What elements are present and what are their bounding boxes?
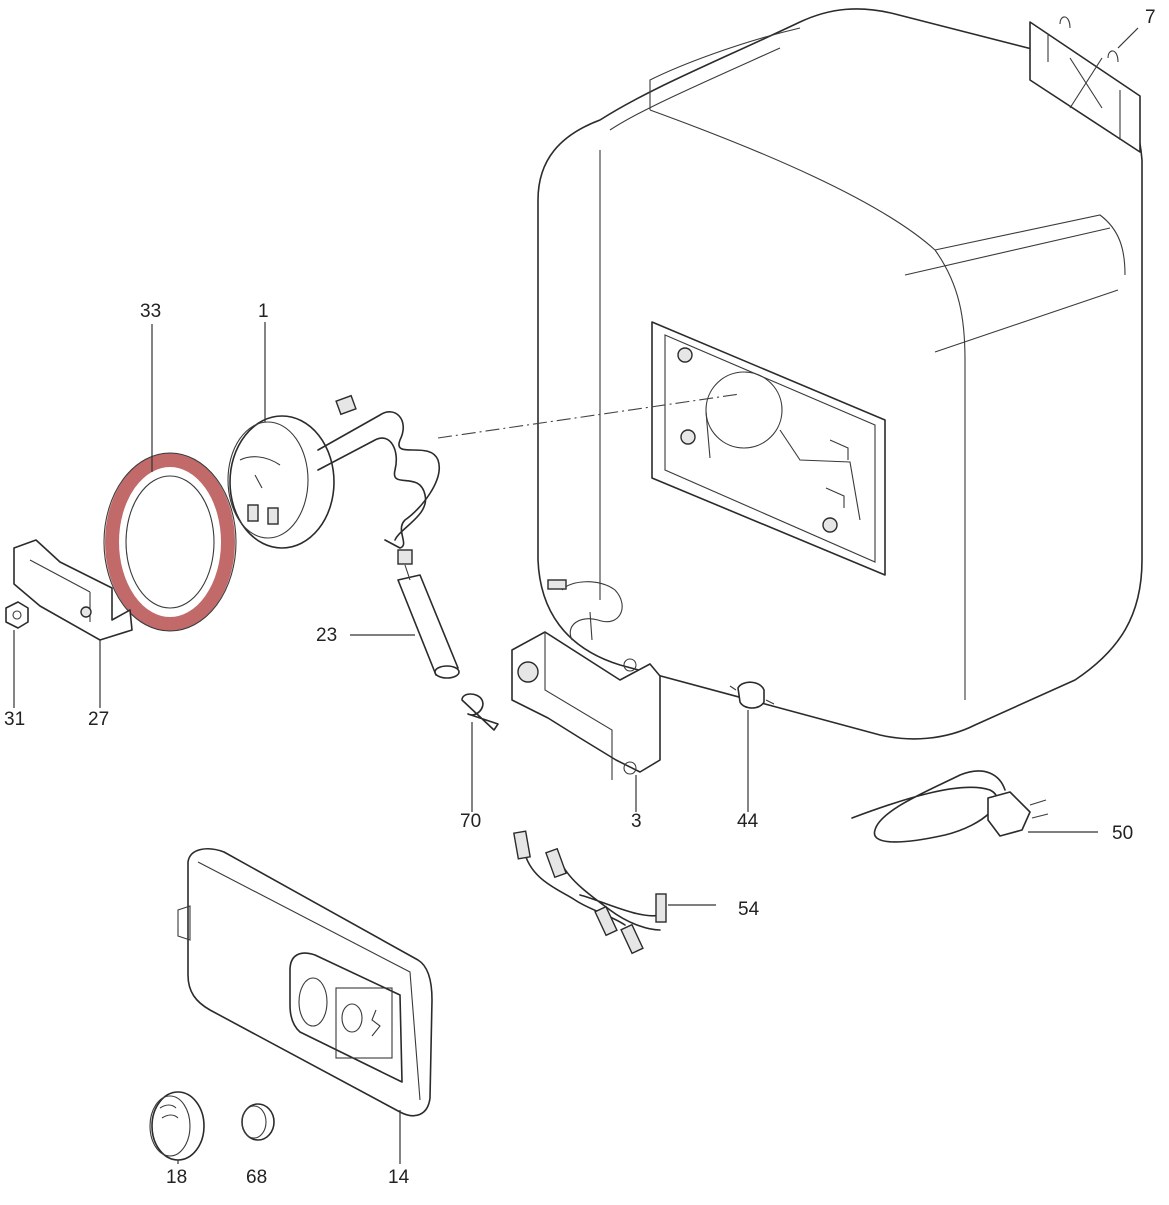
power-cord-part-50 [851,770,1098,843]
thermostat-part-3 [511,579,661,812]
anode-rod-part-23 [350,564,460,679]
label-part-18: 18 [166,1167,188,1188]
label-part-7: 7 [1145,7,1156,28]
label-part-50: 50 [1112,823,1134,844]
label-part-54: 54 [738,899,760,920]
clamp-part-27 [13,539,133,708]
label-part-31: 31 [4,709,26,730]
label-part-23: 23 [316,625,338,646]
heating-flange-part-1 [227,394,441,565]
label-part-33: 33 [140,301,162,322]
wall-bracket-part-7 [1029,16,1141,153]
cable-clamp-part-44 [729,681,775,812]
clip-part-70 [461,693,499,812]
knob-part-18 [149,1091,205,1164]
label-part-44: 44 [737,811,759,832]
front-cover-part-14 [177,848,433,1164]
label-part-14: 14 [388,1167,410,1188]
nut-part-31 [5,601,29,708]
gasket-part-33 [103,324,237,632]
label-part-70: 70 [460,811,482,832]
cap-part-68 [241,1103,275,1141]
label-part-27: 27 [88,709,110,730]
label-part-1: 1 [258,301,269,322]
water-heater-tank [537,8,1143,740]
label-part-68: 68 [246,1167,268,1188]
wiring-harness-part-54 [513,830,716,955]
label-part-3: 3 [631,811,642,832]
